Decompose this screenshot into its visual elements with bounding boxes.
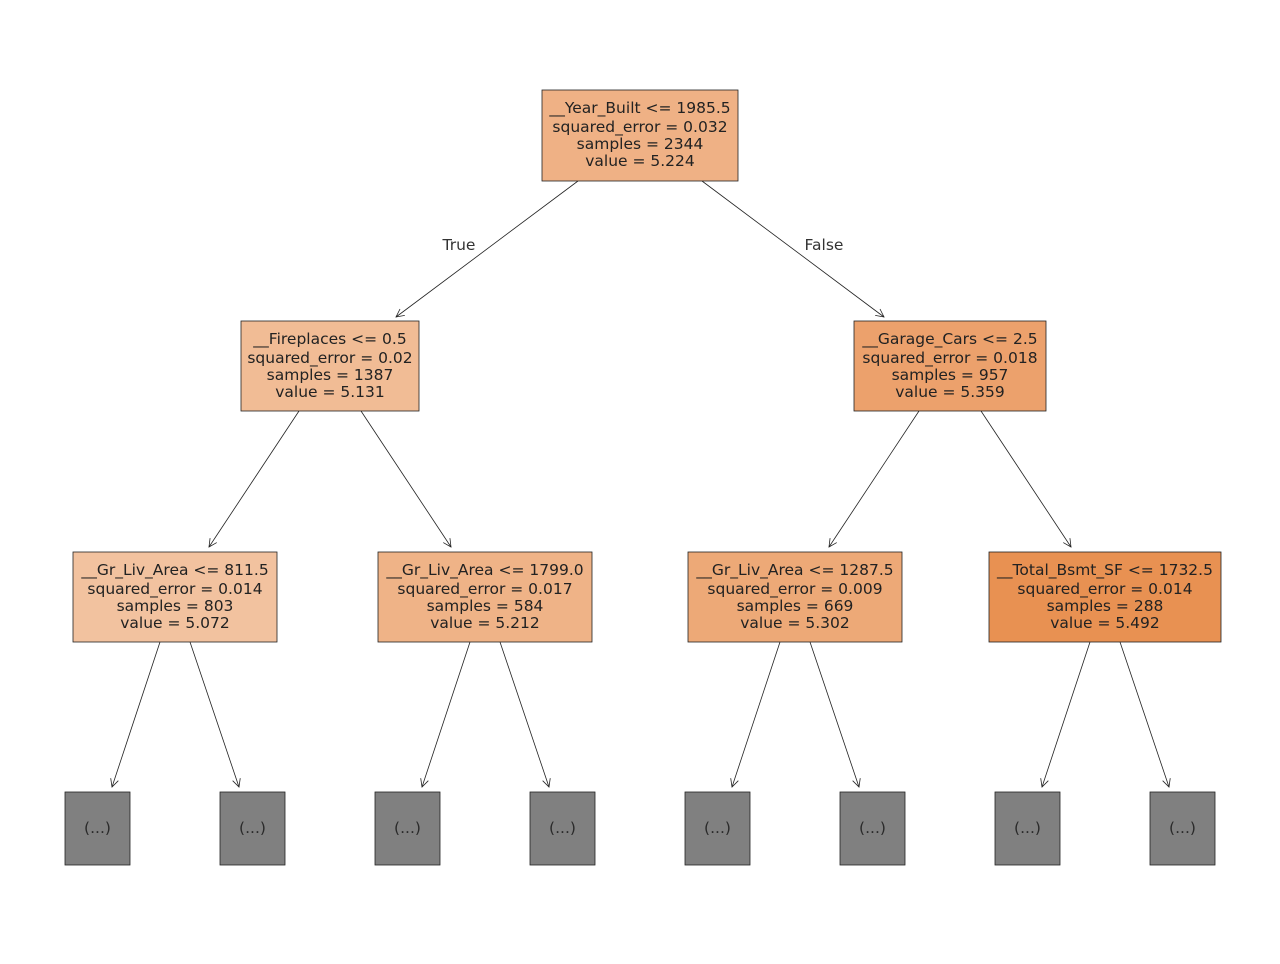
edge-n4-leaf4 xyxy=(499,641,551,788)
truncated-leaf: (...) xyxy=(839,791,906,866)
edge-n3-leaf1 xyxy=(110,641,161,788)
truncated-leaf-label: (...) xyxy=(84,819,111,837)
tree-edges xyxy=(110,180,1171,788)
tree-node-n3: __Gr_Liv_Area <= 811.5 squared_error = 0… xyxy=(72,551,278,643)
node-box xyxy=(377,551,593,643)
node-box xyxy=(240,320,420,412)
node-box xyxy=(853,320,1047,412)
truncated-leaf: (...) xyxy=(219,791,286,866)
node-line: samples = 1387 xyxy=(267,366,394,384)
edge-n1-n3 xyxy=(208,410,300,548)
node-line: samples = 2344 xyxy=(577,135,704,153)
edge-n6-leaf8 xyxy=(1119,641,1171,788)
truncated-leaf-box xyxy=(64,791,131,866)
edge-root-n2 xyxy=(701,180,885,318)
node-line: __Gr_Liv_Area <= 1287.5 xyxy=(695,561,893,580)
node-line: value = 5.131 xyxy=(275,383,385,401)
node-line: samples = 288 xyxy=(1047,597,1164,615)
node-line: squared_error = 0.017 xyxy=(397,580,572,599)
tree-node-n4: __Gr_Liv_Area <= 1799.0 squared_error = … xyxy=(377,551,593,643)
tree-node-n5: __Gr_Liv_Area <= 1287.5 squared_error = … xyxy=(687,551,903,643)
truncated-leaf-box xyxy=(219,791,286,866)
node-line: __Year_Built <= 1985.5 xyxy=(548,99,730,118)
edge-label-true: True xyxy=(442,236,476,254)
tree-node-n1: __Fireplaces <= 0.5 squared_error = 0.02… xyxy=(240,320,420,412)
truncated-leaf-box xyxy=(374,791,441,866)
node-line: value = 5.359 xyxy=(895,383,1005,401)
truncated-leaf: (...) xyxy=(64,791,131,866)
truncated-leaf-label: (...) xyxy=(1014,819,1041,837)
edge-root-n1 xyxy=(395,180,579,318)
truncated-leaf: (...) xyxy=(1149,791,1216,866)
node-line: value = 5.302 xyxy=(740,614,850,632)
edge-n6-leaf7 xyxy=(1040,641,1091,788)
truncated-leaf: (...) xyxy=(994,791,1061,866)
node-line: value = 5.224 xyxy=(585,152,695,170)
node-line: value = 5.492 xyxy=(1050,614,1160,632)
node-line: samples = 584 xyxy=(427,597,544,615)
node-line: squared_error = 0.018 xyxy=(862,349,1037,368)
node-box xyxy=(541,89,739,182)
truncated-leaf: (...) xyxy=(374,791,441,866)
truncated-leaf: (...) xyxy=(684,791,751,866)
node-line: squared_error = 0.009 xyxy=(707,580,882,599)
truncated-leaf-label: (...) xyxy=(1169,819,1196,837)
node-line: samples = 957 xyxy=(892,366,1009,384)
node-box xyxy=(988,551,1222,643)
node-line: squared_error = 0.014 xyxy=(1017,580,1192,599)
tree-node-n6: __Total_Bsmt_SF <= 1732.5 squared_error … xyxy=(988,551,1222,643)
truncated-leaf: (...) xyxy=(529,791,596,866)
node-line: samples = 669 xyxy=(737,597,854,615)
node-line: samples = 803 xyxy=(117,597,234,615)
truncated-leaf-label: (...) xyxy=(239,819,266,837)
node-line: squared_error = 0.014 xyxy=(87,580,262,599)
edge-n2-n6 xyxy=(980,410,1072,548)
truncated-leaf-box xyxy=(994,791,1061,866)
tree-node-n2: __Garage_Cars <= 2.5 squared_error = 0.0… xyxy=(853,320,1047,412)
node-line: value = 5.212 xyxy=(430,614,540,632)
edge-n5-leaf5 xyxy=(730,641,781,788)
tree-node-root: __Year_Built <= 1985.5 squared_error = 0… xyxy=(541,89,739,182)
node-line: __Gr_Liv_Area <= 1799.0 xyxy=(385,561,583,580)
truncated-leaf-box xyxy=(1149,791,1216,866)
edge-n3-leaf2 xyxy=(189,641,241,788)
truncated-leaf-label: (...) xyxy=(704,819,731,837)
node-line: __Garage_Cars <= 2.5 xyxy=(861,330,1037,349)
truncated-leaf-box xyxy=(684,791,751,866)
truncated-leaf-label: (...) xyxy=(859,819,886,837)
truncated-leaf-box xyxy=(529,791,596,866)
node-box xyxy=(687,551,903,643)
node-line: __Fireplaces <= 0.5 xyxy=(252,330,406,349)
node-line: value = 5.072 xyxy=(120,614,230,632)
truncated-leaves: (...) (...) (...) (...) (...) (...) (...… xyxy=(64,791,1216,866)
node-box xyxy=(72,551,278,643)
node-line: __Total_Bsmt_SF <= 1732.5 xyxy=(996,561,1213,580)
truncated-leaf-label: (...) xyxy=(549,819,576,837)
node-line: squared_error = 0.02 xyxy=(247,349,412,368)
truncated-leaf-label: (...) xyxy=(394,819,421,837)
edge-n5-leaf6 xyxy=(809,641,861,788)
edge-label-false: False xyxy=(805,236,844,254)
node-line: __Gr_Liv_Area <= 811.5 xyxy=(80,561,268,580)
edge-n1-n4 xyxy=(360,410,452,548)
edge-n4-leaf3 xyxy=(420,641,471,788)
edge-n2-n5 xyxy=(828,410,920,548)
truncated-leaf-box xyxy=(839,791,906,866)
node-line: squared_error = 0.032 xyxy=(552,118,727,137)
